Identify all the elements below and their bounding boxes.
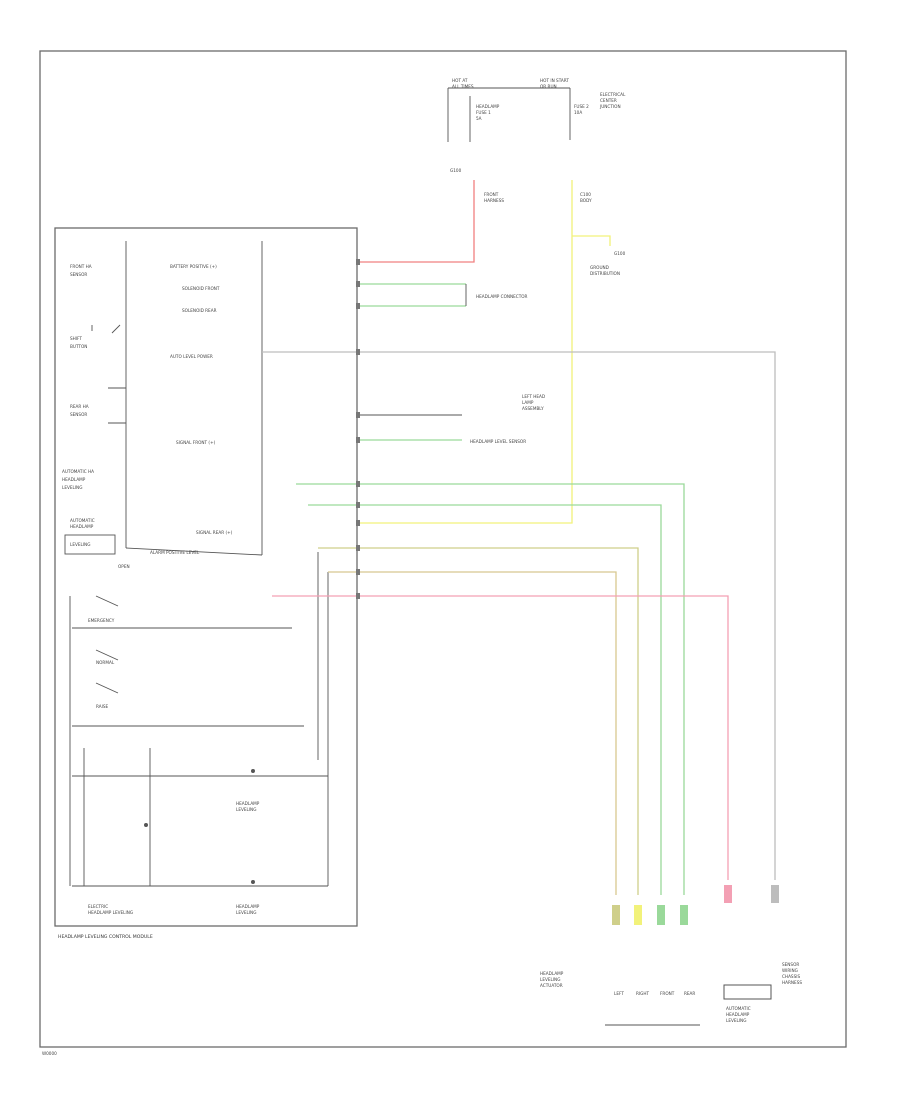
svg-text:FRONT: FRONT (660, 991, 675, 996)
svg-text:BUTTON: BUTTON (70, 344, 87, 349)
svg-text:NORMAL: NORMAL (96, 660, 115, 665)
svg-text:GROUND: GROUND (590, 265, 609, 270)
svg-text:LEVELING: LEVELING (236, 807, 256, 812)
svg-text:ACTUATOR: ACTUATOR (540, 983, 563, 988)
svg-text:LAMP: LAMP (522, 400, 534, 405)
svg-text:ALARM POSITIVE LEVEL: ALARM POSITIVE LEVEL (150, 550, 200, 555)
control-module-box (54, 227, 358, 927)
automatic-leveling-box (64, 534, 116, 555)
wire-gray (262, 351, 776, 880)
svg-text:ELECTRIC: ELECTRIC (88, 904, 108, 909)
svg-text:HEADLAMP: HEADLAMP (236, 904, 260, 909)
svg-text:HEADLAMP: HEADLAMP (62, 477, 86, 482)
svg-text:LEFT HEAD: LEFT HEAD (522, 394, 545, 399)
wire-yellow (358, 180, 573, 524)
svg-text:HEADLAMP: HEADLAMP (476, 104, 500, 109)
svg-text:HOT AT: HOT AT (452, 78, 468, 83)
svg-text:LEVELING: LEVELING (70, 542, 90, 547)
svg-text:OPEN: OPEN (118, 564, 130, 569)
svg-text:SOLENOID FRONT: SOLENOID FRONT (182, 286, 220, 291)
svg-text:SHIFT: SHIFT (70, 336, 82, 341)
svg-text:HARNESS: HARNESS (484, 198, 504, 203)
sensor-connector: AUTOMATIC HEADLAMP LEVELING SENSOR WIRIN… (723, 885, 802, 1023)
footer-code: W0000 (42, 1051, 57, 1056)
fuse-block: HOT AT ALL TIMES HEADLAMP FUSE 1 5A HOT … (447, 78, 626, 276)
svg-text:G100: G100 (450, 168, 462, 173)
svg-text:SENSOR: SENSOR (70, 412, 87, 417)
svg-text:HOT IN START: HOT IN START (540, 78, 569, 83)
svg-text:DISTRIBUTION: DISTRIBUTION (590, 271, 620, 276)
svg-text:FRONT: FRONT (484, 192, 499, 197)
svg-text:JUNCTION: JUNCTION (599, 104, 621, 109)
svg-text:EMERGENCY: EMERGENCY (88, 618, 115, 623)
svg-text:WIRING: WIRING (782, 968, 798, 973)
headlamp-switch-section: OPEN EMERGENCY NORMAL RAISE HEADLAMP LEV… (69, 552, 329, 915)
svg-text:G100: G100 (614, 251, 626, 256)
svg-text:ELECTRICAL: ELECTRICAL (600, 92, 626, 97)
svg-text:HEADLAMP LEVEL SENSOR: HEADLAMP LEVEL SENSOR (470, 439, 526, 444)
svg-text:ALL TIMES: ALL TIMES (452, 84, 474, 89)
svg-text:REAR: REAR (684, 991, 695, 996)
svg-text:LEVELING: LEVELING (62, 485, 82, 490)
svg-text:CHASSIS: CHASSIS (782, 974, 800, 979)
svg-text:HEADLAMP CONNECTOR: HEADLAMP CONNECTOR (476, 294, 528, 299)
svg-text:LEFT: LEFT (614, 991, 624, 996)
svg-text:RIGHT: RIGHT (636, 991, 650, 996)
svg-text:BATTERY POSITIVE (+): BATTERY POSITIVE (+) (170, 264, 217, 269)
svg-text:SIGNAL REAR (+): SIGNAL REAR (+) (196, 530, 233, 535)
svg-text:SENSOR: SENSOR (70, 272, 87, 277)
svg-text:HEADLAMP: HEADLAMP (726, 1012, 750, 1017)
module-pin-labels: BATTERY POSITIVE (+) SOLENOID FRONT SOLE… (150, 264, 233, 555)
svg-text:REAR HA: REAR HA (70, 404, 89, 409)
svg-text:C100: C100 (580, 192, 591, 197)
svg-text:HEADLAMP: HEADLAMP (70, 524, 94, 529)
svg-text:5A: 5A (476, 116, 482, 121)
module-caption: HEADLAMP LEVELING CONTROL MODULE (58, 934, 153, 940)
svg-text:HEADLAMP LEVELING: HEADLAMP LEVELING (88, 910, 133, 915)
svg-text:LEVELING: LEVELING (726, 1018, 746, 1023)
svg-text:FRONT HA: FRONT HA (70, 264, 92, 269)
svg-text:AUTOMATIC HA: AUTOMATIC HA (62, 469, 94, 474)
actuator-connector: HEADLAMP LEVELING ACTUATOR LEFT RIGHT FR… (540, 905, 700, 1026)
svg-text:AUTOMATIC: AUTOMATIC (70, 518, 95, 523)
svg-text:10A: 10A (574, 110, 582, 115)
svg-text:CENTER: CENTER (600, 98, 617, 103)
wire-red (358, 180, 475, 263)
module-left-labels: FRONT HA SENSOR SHIFT BUTTON REAR HA SEN… (62, 264, 94, 490)
svg-text:HEADLAMP: HEADLAMP (540, 971, 564, 976)
svg-text:RAISE: RAISE (96, 704, 108, 709)
wire-harness: HEADLAMP CONNECTOR LEFT HEAD LAMP ASSEMB… (262, 180, 776, 895)
svg-text:SENSOR: SENSOR (782, 962, 799, 967)
svg-text:FUSE 2: FUSE 2 (574, 104, 589, 109)
svg-text:LEVELING: LEVELING (236, 910, 256, 915)
svg-text:HARNESS: HARNESS (782, 980, 802, 985)
diagram-frame (39, 50, 847, 1048)
svg-text:ASSEMBLY: ASSEMBLY (522, 406, 544, 411)
svg-text:BODY: BODY (580, 198, 592, 203)
svg-text:AUTOMATIC: AUTOMATIC (726, 1006, 751, 1011)
svg-text:FUSE 1: FUSE 1 (476, 110, 491, 115)
wire-pink (272, 595, 729, 880)
svg-text:SIGNAL FRONT (+): SIGNAL FRONT (+) (176, 440, 216, 445)
svg-text:HEADLAMP: HEADLAMP (236, 801, 260, 806)
svg-text:SOLENOID REAR: SOLENOID REAR (182, 308, 217, 313)
svg-text:LEVELING: LEVELING (540, 977, 560, 982)
svg-text:OR RUN: OR RUN (540, 84, 557, 89)
connector-pins (356, 259, 360, 599)
svg-text:AUTO LEVEL POWER: AUTO LEVEL POWER (170, 354, 213, 359)
